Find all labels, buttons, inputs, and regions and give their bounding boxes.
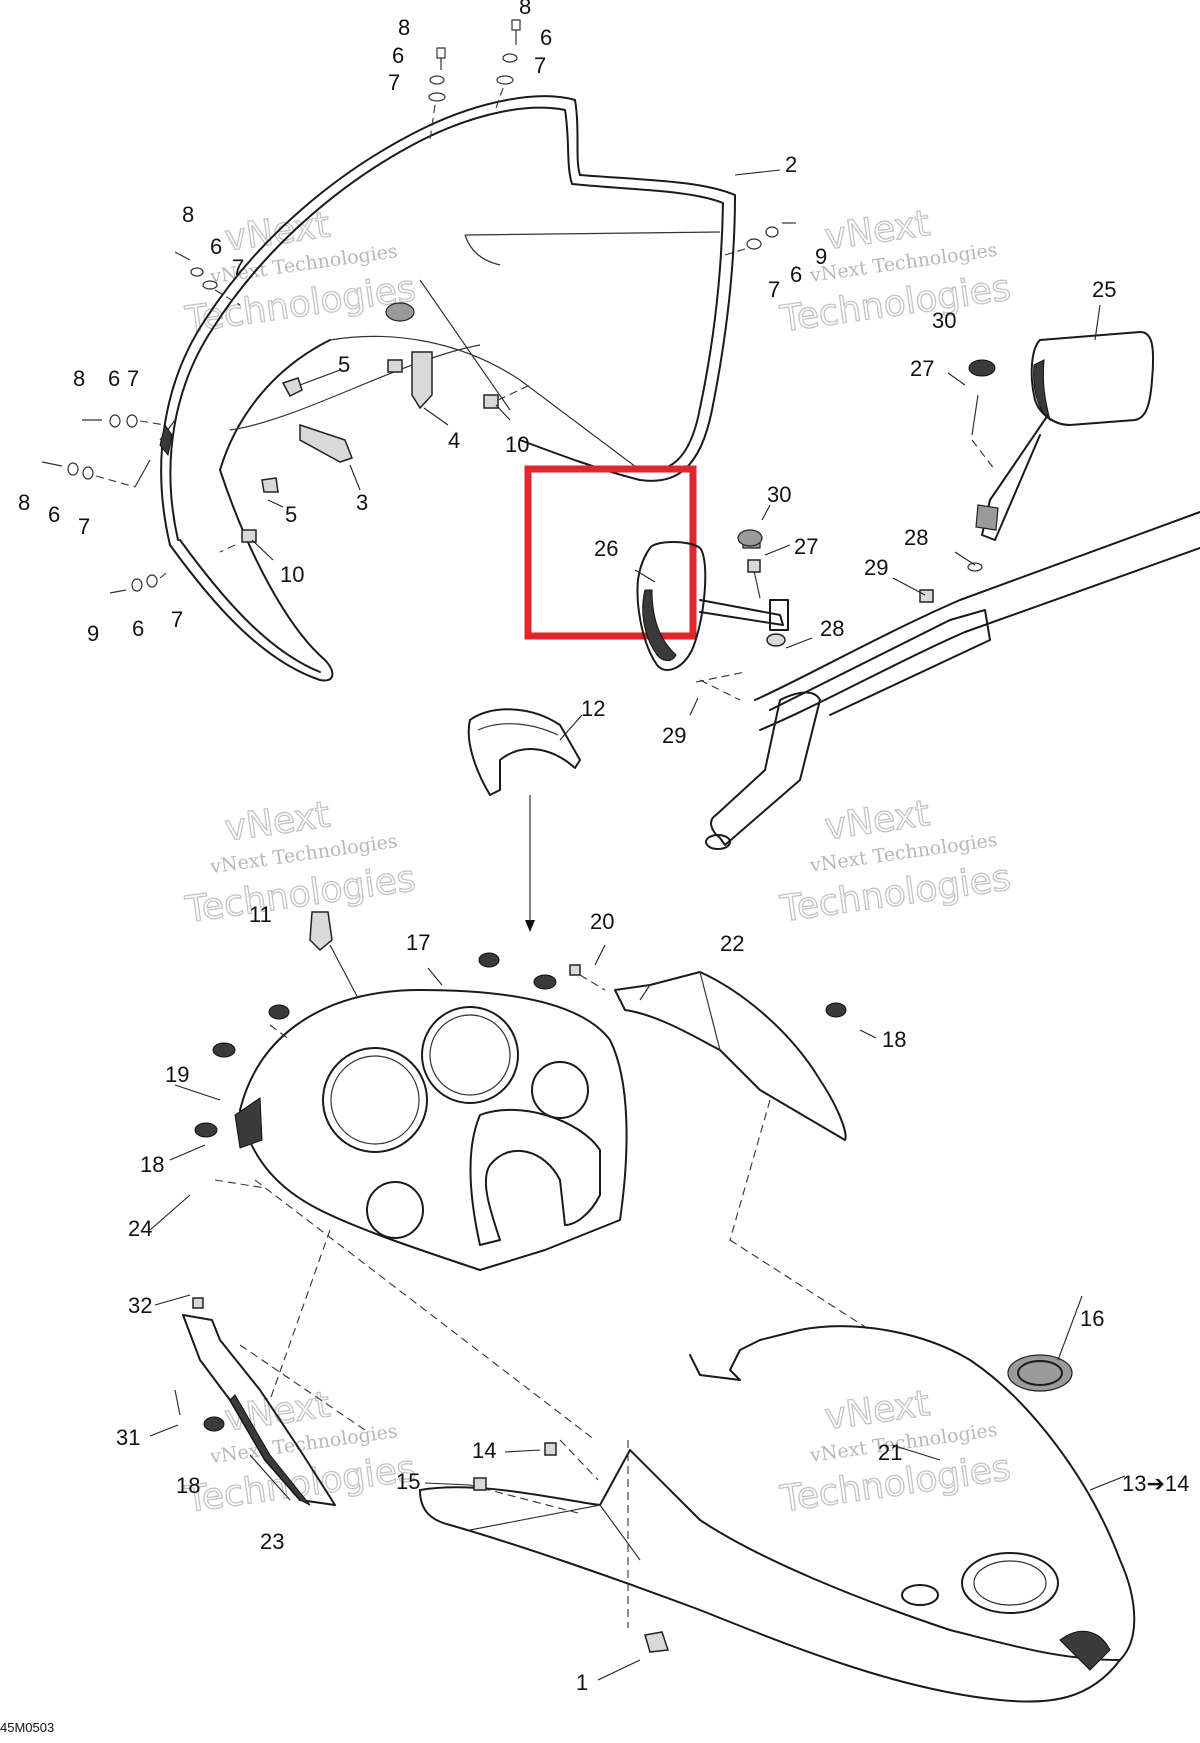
callout-27: 27 (910, 356, 934, 381)
callout-6: 6 (108, 366, 120, 391)
callout-22: 22 (720, 931, 744, 956)
callout-6: 6 (132, 616, 144, 641)
callout-8: 8 (182, 202, 194, 227)
callout-31: 31 (116, 1425, 140, 1450)
callout-13-to-14: 13➔14 (1122, 1471, 1189, 1496)
callout-5: 5 (338, 352, 350, 377)
callout-28: 28 (904, 525, 928, 550)
callout-15: 15 (396, 1469, 420, 1494)
callout-7: 7 (78, 514, 90, 539)
callout-30: 30 (767, 482, 791, 507)
diagram-reference-code: 45M0503 (0, 1720, 55, 1735)
callout-28: 28 (820, 616, 844, 641)
callout-7: 7 (768, 277, 780, 302)
callout-29: 29 (864, 555, 888, 580)
instrument-panel (194, 911, 847, 1271)
callout-24: 24 (128, 1216, 152, 1241)
callout-6: 6 (790, 262, 802, 287)
callout-8: 8 (73, 366, 85, 391)
side-panel-23 (174, 1297, 366, 1506)
callout-30: 30 (932, 308, 956, 333)
callout-29: 29 (662, 723, 686, 748)
mirror-right-and-handlebar (695, 331, 1200, 850)
fairing-hardware (41, 19, 796, 594)
callout-19: 19 (165, 1062, 189, 1087)
callout-23: 23 (260, 1529, 284, 1554)
highlight-box (524, 465, 697, 640)
callout-7: 7 (171, 607, 183, 632)
callout-6: 6 (210, 234, 222, 259)
callout-26: 26 (594, 536, 618, 561)
callout-16: 16 (1080, 1306, 1104, 1331)
callout-18: 18 (176, 1473, 200, 1498)
callout-7: 7 (232, 255, 244, 280)
callout-21: 21 (878, 1440, 902, 1465)
callout-8: 8 (519, 0, 531, 19)
callout-2: 2 (785, 152, 797, 177)
callout-labels: 8 6 7 8 6 7 2 8 6 7 9 6 7 25 30 27 5 8 6… (18, 0, 1189, 1695)
callout-12: 12 (581, 696, 605, 721)
mirror-left (636, 529, 789, 671)
callout-11: 11 (249, 902, 272, 927)
callout-18: 18 (140, 1152, 164, 1177)
callout-25: 25 (1092, 277, 1116, 302)
callout-6: 6 (48, 502, 60, 527)
cover-12 (467, 708, 581, 932)
callout-14: 14 (472, 1438, 496, 1463)
lower-fairing (254, 1179, 1136, 1703)
callout-8: 8 (398, 15, 410, 40)
callout-9: 9 (815, 244, 827, 269)
callout-18: 18 (882, 1027, 906, 1052)
callout-3: 3 (356, 490, 368, 515)
callout-5: 5 (285, 502, 297, 527)
side-trim-22 (614, 971, 871, 1331)
callout-20: 20 (590, 909, 614, 934)
callout-4: 4 (448, 428, 460, 453)
callout-7: 7 (534, 53, 546, 78)
callout-17: 17 (406, 930, 430, 955)
leader-lines (149, 169, 1126, 1681)
callout-1: 1 (576, 1670, 588, 1695)
callout-10: 10 (280, 562, 304, 587)
callout-32: 32 (128, 1293, 152, 1318)
callout-10: 10 (505, 432, 529, 457)
callout-9: 9 (87, 621, 99, 646)
callout-27: 27 (794, 534, 818, 559)
callout-8: 8 (18, 490, 30, 515)
callout-7: 7 (127, 366, 139, 391)
callout-6: 6 (540, 25, 552, 50)
callout-7: 7 (388, 70, 400, 95)
callout-6: 6 (392, 43, 404, 68)
